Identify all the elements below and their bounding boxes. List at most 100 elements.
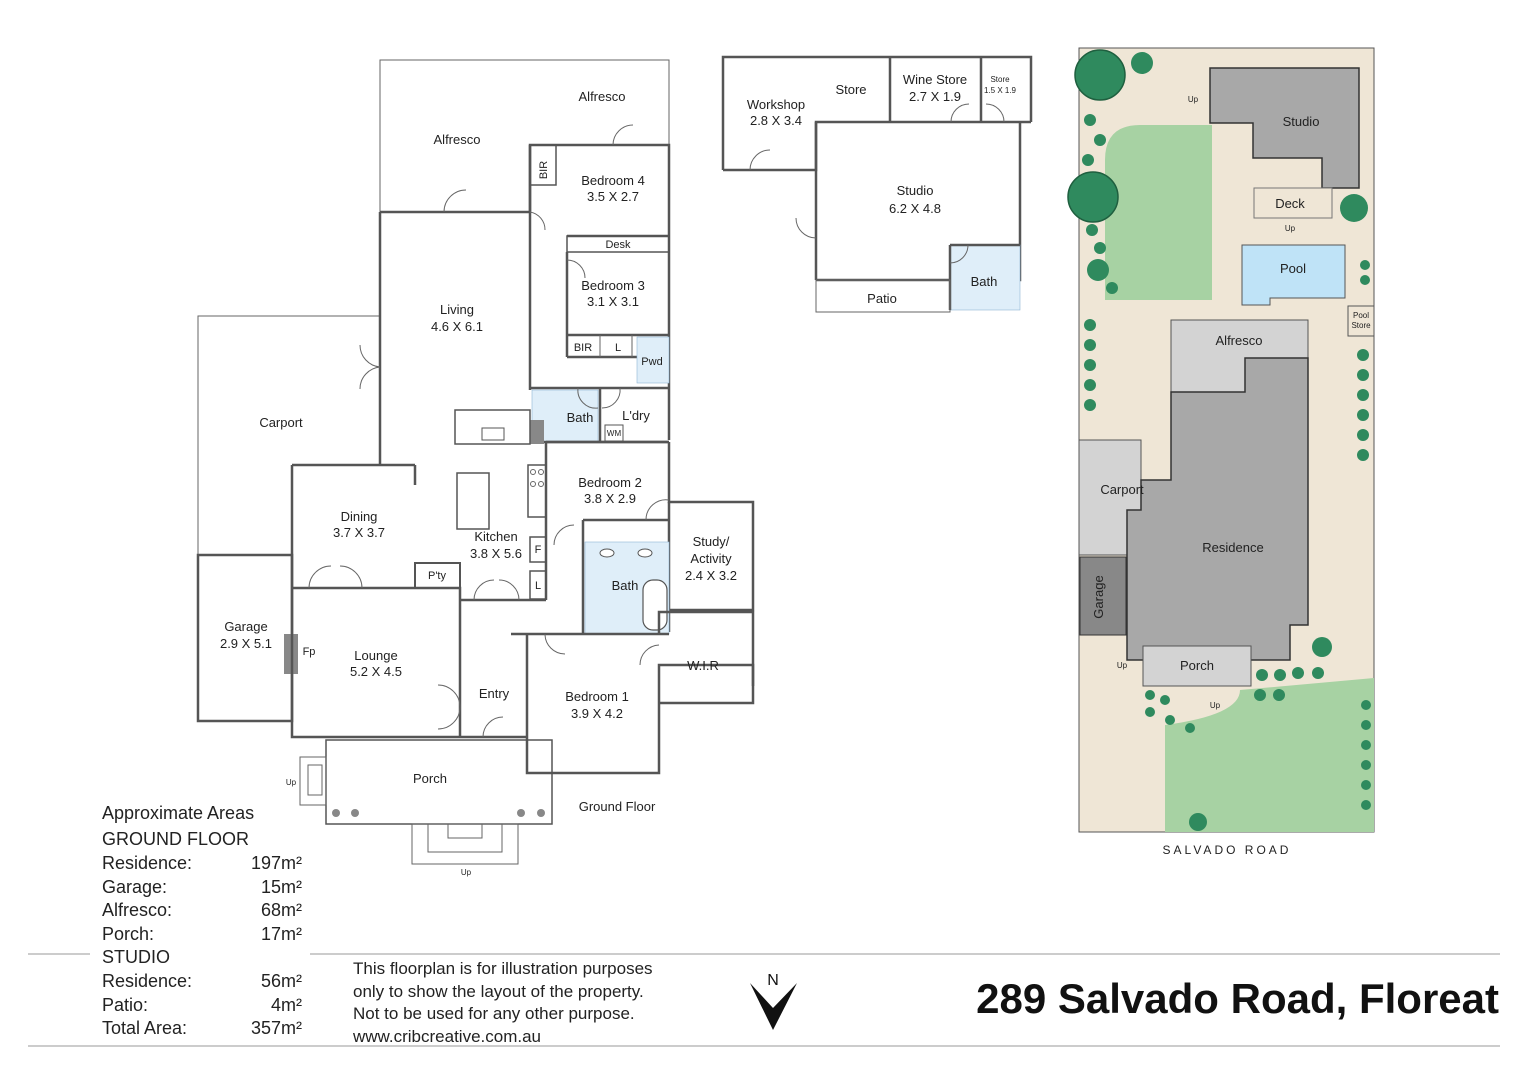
site-residence <box>1126 357 1309 661</box>
alfresco-outline <box>379 59 670 212</box>
site-studio <box>1209 67 1360 189</box>
room-bath-1: Bath <box>567 410 594 425</box>
site-label-deck-up: Up <box>1285 224 1296 233</box>
site-label-porch-up-left: Up <box>1117 661 1128 670</box>
room-living: Living <box>440 302 474 317</box>
studio-room-studio-size: 6.2 X 4.8 <box>889 201 941 216</box>
wall-lounge <box>290 465 527 739</box>
areas-studio-label: STUDIO <box>102 947 171 968</box>
street-label: SALVADO ROAD <box>1163 843 1292 857</box>
room-dining-size: 3.7 X 3.7 <box>333 525 385 540</box>
tree-icon <box>1189 813 1207 831</box>
room-kitchen: Kitchen <box>474 529 517 544</box>
disclaimer: This floorplan is for illustration purpo… <box>353 958 653 1048</box>
room-bedroom1: Bedroom 1 <box>565 689 629 704</box>
site-label-pool: Pool <box>1280 261 1306 276</box>
room-bir-2: BIR <box>574 342 592 354</box>
powder-room <box>636 336 670 384</box>
area-row: Alfresco:68m² <box>102 900 302 921</box>
website-link[interactable]: www.cribcreative.com.au <box>353 1026 542 1046</box>
site-label-pool-store-1: Pool <box>1353 311 1369 320</box>
room-lounge-size: 5.2 X 4.5 <box>350 664 402 679</box>
floor-label: Ground Floor <box>579 799 656 814</box>
room-pantry: P'ty <box>428 570 446 582</box>
areas-ground-floor-label: GROUND FLOOR <box>102 829 250 849</box>
room-bedroom4-size: 3.5 X 2.7 <box>587 189 639 204</box>
site-label-studio: Studio <box>1283 114 1320 129</box>
site-label-residence: Residence <box>1202 540 1263 555</box>
studio-room-store-small-size: 1.5 X 1.9 <box>984 86 1017 95</box>
room-kitchen-size: 3.8 X 5.6 <box>470 546 522 561</box>
rear-lawn <box>1105 125 1212 300</box>
kitchen-island <box>456 472 490 530</box>
site-pool-store <box>1347 305 1375 337</box>
studio-room-bath: Bath <box>971 274 998 289</box>
room-study-size: 2.4 X 3.2 <box>685 568 737 583</box>
studio-room-patio: Patio <box>867 291 897 306</box>
page-title: 289 Salvado Road, Floreat <box>976 975 1499 1022</box>
room-wir: W.I.R <box>687 658 719 673</box>
room-living-size: 4.6 X 6.1 <box>431 319 483 334</box>
site-deck <box>1253 187 1333 219</box>
pantry-box <box>414 562 461 589</box>
studio-patio <box>815 279 951 313</box>
areas-heading: Approximate Areas <box>102 803 255 823</box>
studio-room-workshop: Workshop <box>747 97 805 112</box>
site-label-alfresco: Alfresco <box>1216 333 1263 348</box>
area-row: Garage:15m² <box>102 876 302 897</box>
room-pwd: Pwd <box>641 356 662 368</box>
area-row: Residence:197m² <box>102 853 302 873</box>
site-label-garage: Garage <box>1091 575 1106 618</box>
desk <box>566 235 670 253</box>
room-bedroom3-size: 3.1 X 3.1 <box>587 294 639 309</box>
side-steps <box>299 756 327 806</box>
tree-icon <box>1087 259 1109 281</box>
bir-bedroom4 <box>529 144 557 186</box>
studio-plan: Workshop 2.8 X 3.4 Store Wine Store 2.7 … <box>721 55 1033 313</box>
approximate-areas: Approximate Areas GROUND FLOOR Residence… <box>102 800 302 1041</box>
site-porch <box>1142 645 1252 687</box>
room-bedroom3: Bedroom 3 <box>581 278 645 293</box>
room-bedroom1-size: 3.9 X 4.2 <box>571 706 623 721</box>
site-label-carport: Carport <box>1100 482 1144 497</box>
room-garage: Garage <box>224 619 267 634</box>
room-carport: Carport <box>259 415 303 430</box>
tree-icon <box>1340 194 1368 222</box>
room-alfresco-1: Alfresco <box>579 89 626 104</box>
site-pool <box>1241 244 1346 306</box>
room-fireplace: Fp <box>303 646 316 658</box>
room-dining: Dining <box>341 509 378 524</box>
room-lounge: Lounge <box>354 648 397 663</box>
room-study: Study/ <box>693 534 730 549</box>
site-label-porch-up-bottom: Up <box>1210 701 1221 710</box>
kitchen-bench <box>454 409 531 445</box>
area-row: Residence:56m² <box>102 970 302 991</box>
ground-floor-plan: Alfresco Alfresco BIR Bedroom 4 3.5 X 2.… <box>196 59 755 877</box>
carport-outline <box>197 315 380 555</box>
room-entry: Entry <box>479 686 510 701</box>
bathtub <box>642 579 668 631</box>
site-label-up: Up <box>1188 95 1199 104</box>
hedge-shrubs <box>1082 114 1371 810</box>
room-activity: Activity <box>690 551 732 566</box>
site-label-pool-store-2: Store <box>1351 321 1371 330</box>
porch-side-up: Up <box>286 778 297 787</box>
room-linen-l2: L <box>535 580 541 592</box>
tree-icon <box>1131 52 1153 74</box>
room-linen-l: L <box>615 342 621 354</box>
tree-icon <box>1067 171 1119 223</box>
fridge <box>529 536 547 563</box>
room-bir: BIR <box>538 161 550 179</box>
site-plan: Studio Deck Up Up Pool Pool Store Alfres… <box>1067 47 1375 857</box>
studio-room-workshop-size: 2.8 X 3.4 <box>750 113 802 128</box>
room-porch: Porch <box>413 771 447 786</box>
studio-room-wine-store: Wine Store <box>903 72 967 87</box>
room-bedroom2-size: 3.8 X 2.9 <box>584 491 636 506</box>
area-row: Patio:4m² <box>102 994 302 1015</box>
room-alfresco-2: Alfresco <box>434 132 481 147</box>
compass-label: N <box>767 972 779 989</box>
tree-icon <box>1312 637 1332 657</box>
room-bedroom4: Bedroom 4 <box>581 173 645 188</box>
studio-room-store: Store <box>835 82 866 97</box>
